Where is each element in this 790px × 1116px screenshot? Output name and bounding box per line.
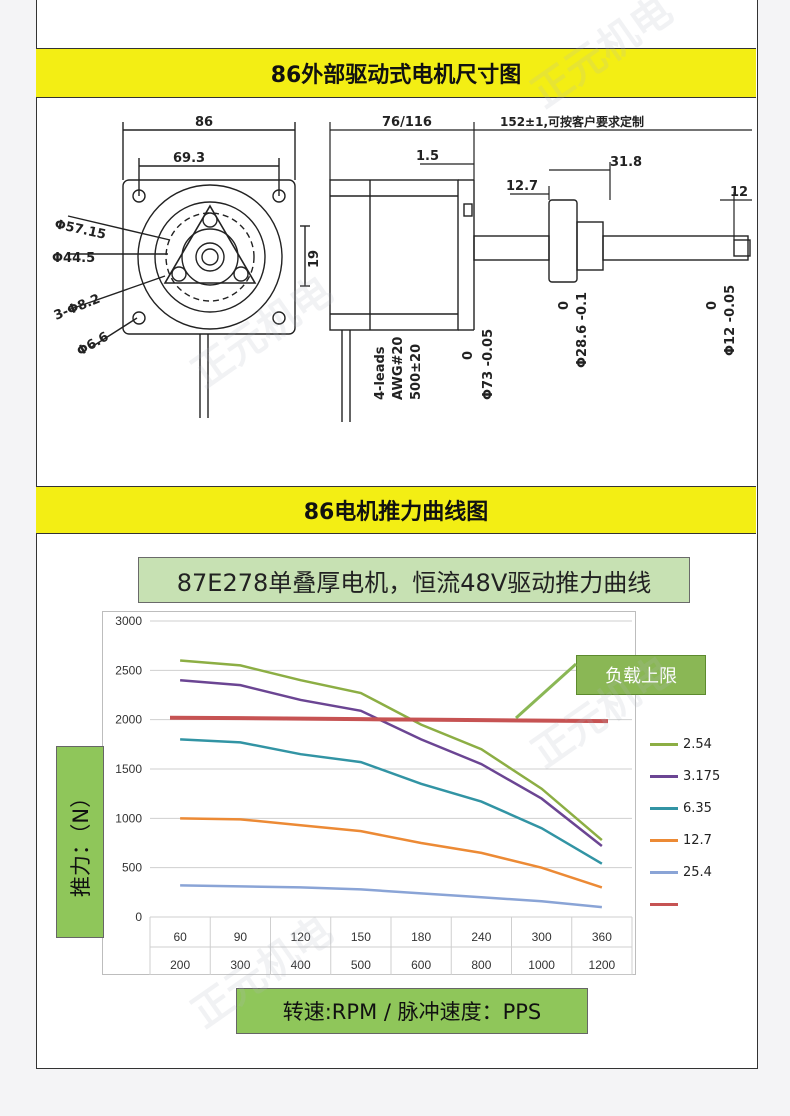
nut-triangle — [163, 204, 257, 284]
y-axis-label: 推力：（N） — [69, 786, 93, 898]
x-tick-label-rpm: 120 — [291, 930, 311, 944]
nut-flange — [548, 199, 578, 283]
dim-76-116: 76/116 — [382, 115, 432, 130]
legend-item: 6.35 — [650, 800, 712, 816]
motor-body — [329, 179, 459, 331]
front-boss-outer — [137, 184, 283, 330]
x-axis-label: 转速:RPM / 脉冲速度：PPS — [236, 988, 588, 1034]
dim-31-8: 31.8 — [610, 155, 642, 170]
series-line-6.35 — [180, 738, 603, 865]
x-tick-label-rpm: 360 — [592, 930, 612, 944]
legend-item: 25.4 — [650, 864, 712, 880]
nut-body-side — [576, 221, 604, 271]
x-tick-label-rpm: 150 — [351, 930, 371, 944]
shaft-end — [733, 239, 751, 257]
lead-screw-left — [473, 235, 550, 261]
chart-title: 87E278单叠厚电机，恒流48V驱动推力曲线 — [138, 557, 690, 603]
y-tick-label: 0 — [135, 910, 142, 924]
screw-core — [201, 248, 219, 266]
x-tick-label-rpm: 60 — [173, 930, 187, 944]
screw-bore — [195, 242, 225, 272]
y-tick-label: 1000 — [115, 811, 142, 825]
load-limit-callout: 负载上限 — [576, 655, 706, 695]
dimension-section-title: 86外部驱动式电机尺寸图 — [36, 48, 756, 98]
nut-hole — [202, 212, 218, 228]
dia-28-6: Φ28.6 -0.1 — [575, 292, 590, 368]
dim-6-6: Φ6.6 — [75, 329, 112, 359]
y-axis-label-box: 推力：（N） — [56, 746, 104, 938]
dimension-drawing: 86 69.3 Φ57.15 Φ44.5 3-Φ8.2 Φ6.6 19 76/1… — [52, 114, 752, 422]
dim-152: 152±1,可按客户要求定制 — [500, 114, 644, 129]
legend-swatch — [650, 870, 678, 874]
x-tick-label-rpm: 90 — [234, 930, 248, 944]
thrust-section-title: 86电机推力曲线图 — [36, 486, 756, 534]
series-line-25.4 — [180, 884, 602, 909]
x-tick-label-rpm: 180 — [411, 930, 431, 944]
nut-hole — [233, 266, 249, 282]
legend-item — [650, 896, 683, 912]
dia-73-top: 0 — [461, 351, 476, 360]
front-flange — [122, 179, 296, 335]
legend-swatch — [650, 838, 678, 842]
dim-12: 12 — [730, 185, 748, 200]
y-tick-label: 3000 — [115, 614, 142, 628]
dim-69-3: 69.3 — [173, 151, 205, 166]
legend-swatch — [650, 742, 678, 746]
x-tick-label-pps: 1000 — [528, 958, 555, 972]
series-line-2.54 — [180, 659, 603, 841]
leads-label-2: AWG#20 — [391, 337, 406, 400]
dia-12: Φ12 -0.05 — [723, 285, 738, 356]
series-line-12.7 — [180, 817, 603, 889]
front-boss-inner — [154, 201, 266, 313]
legend-item: 2.54 — [650, 736, 712, 752]
series-line-3.175 — [180, 678, 603, 847]
bolt-circle — [165, 212, 255, 302]
dia-12-top: 0 — [705, 301, 720, 310]
dim-86: 86 — [195, 115, 213, 130]
dim-3-8-2: 3-Φ8.2 — [52, 292, 103, 324]
dia-73: Φ73 -0.05 — [481, 329, 496, 400]
legend-item: 3.175 — [650, 768, 720, 784]
x-tick-label-pps: 400 — [291, 958, 311, 972]
callout-pointer — [514, 662, 578, 720]
legend-swatch — [650, 774, 678, 778]
dim-1-5: 1.5 — [416, 149, 439, 164]
dia-28-top: 0 — [557, 301, 572, 310]
dim-12-7: 12.7 — [506, 179, 538, 194]
leads-label-1: 4-leads — [373, 346, 388, 400]
nut-body — [181, 228, 239, 286]
legend-label: 3.175 — [683, 768, 721, 784]
x-tick-label-pps: 500 — [351, 958, 371, 972]
x-tick-label-pps: 200 — [170, 958, 190, 972]
y-tick-label: 1500 — [115, 762, 142, 776]
series-line-load-limit — [169, 715, 609, 724]
dim-19: 19 — [307, 250, 322, 268]
legend-swatch — [650, 902, 678, 906]
legend-label: 6.35 — [683, 800, 712, 816]
y-tick-label: 2000 — [115, 713, 142, 727]
legend-item: 12.7 — [650, 832, 712, 848]
x-tick-label-rpm: 240 — [471, 930, 491, 944]
y-tick-label: 2500 — [115, 663, 142, 677]
dim-44-5: Φ44.5 — [52, 251, 95, 266]
dim-57-15: Φ57.15 — [53, 217, 107, 243]
mount-hole — [272, 311, 286, 325]
legend-label: 12.7 — [683, 832, 712, 848]
mount-hole — [132, 311, 146, 325]
lead-screw-right — [602, 235, 749, 261]
x-tick-label-pps: 600 — [411, 958, 431, 972]
x-tick-label-pps: 1200 — [589, 958, 616, 972]
y-tick-label: 500 — [122, 861, 142, 875]
x-tick-label-rpm: 300 — [532, 930, 552, 944]
x-tick-label-pps: 800 — [471, 958, 491, 972]
nut-hole — [171, 266, 187, 282]
leads-label-3: 500±20 — [409, 344, 424, 400]
thrust-chart: 0 500 1000 1500 2000 2500 3000 60 200 90 300 120 400… — [102, 611, 636, 975]
legend-label: 25.4 — [683, 864, 712, 880]
x-tick-label-pps: 300 — [230, 958, 250, 972]
legend-swatch — [650, 806, 678, 810]
legend-label: 2.54 — [683, 736, 712, 752]
